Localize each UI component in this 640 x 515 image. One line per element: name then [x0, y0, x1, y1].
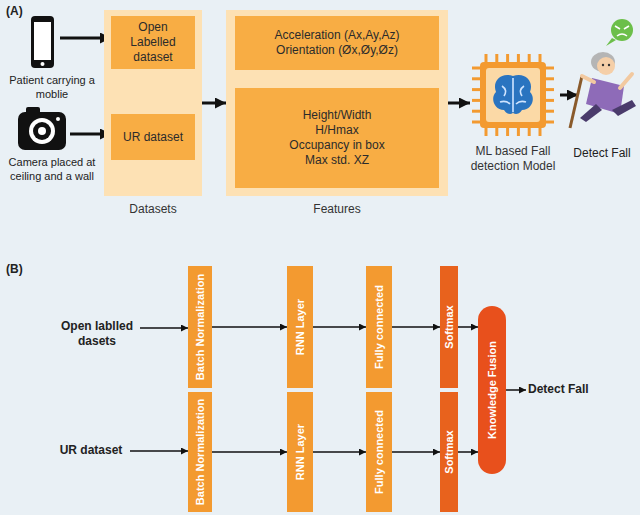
layer-name: Softmax	[443, 430, 455, 473]
output-label: Detect Fall	[566, 146, 638, 161]
layer-bar: RNN Layer	[287, 392, 313, 512]
ml-model-chip: ML based Fall detection Model	[470, 52, 556, 138]
dataset-panel: DatasetsOpen Labelled datasetUR dataset	[104, 10, 202, 196]
panel-heading: Features	[216, 202, 458, 216]
layer-name: Fully connected	[373, 285, 385, 369]
camera-icon	[18, 107, 66, 150]
input-label: Open lablled dasets	[56, 319, 138, 349]
flow-arrow	[392, 451, 440, 453]
softmax-bar: Softmax	[440, 392, 458, 512]
flow-arrow	[313, 326, 366, 328]
falling-person	[570, 19, 636, 128]
layer-bar: Fully connected	[366, 266, 392, 388]
layer-name: Batch Normalization	[194, 274, 206, 380]
dataset-box: Open Labelled dataset	[111, 16, 195, 69]
box-text: Occupancy in box	[289, 138, 384, 153]
feature-panel: FeaturesAcceleration (Ax,Ay,Az)Orientati…	[226, 10, 448, 196]
icon-caption: Patient carrying a moblie	[2, 74, 102, 102]
box-text: Height/Width	[303, 108, 372, 123]
dataset-box: UR dataset	[111, 114, 195, 160]
layer-name: RNN Layer	[294, 299, 306, 355]
layer-bar: Fully connected	[366, 392, 392, 512]
softmax-bar: Softmax	[440, 266, 458, 388]
flow-arrow	[212, 451, 287, 453]
flow-arrow	[448, 102, 470, 105]
panel-letter: (A)	[6, 4, 46, 19]
panel-letter: (B)	[6, 262, 46, 277]
layer-name: RNN Layer	[294, 424, 306, 480]
layer-name: Fully connected	[373, 410, 385, 494]
box-text: Open Labelled dataset	[114, 20, 192, 65]
flow-arrow	[392, 326, 440, 328]
feature-box: Height/WidthH/HmaxOccupancy in boxMax st…	[235, 88, 439, 188]
flow-arrow	[458, 451, 478, 453]
flow-arrow	[313, 451, 366, 453]
box-text: H/Hmax	[315, 123, 358, 138]
feature-box: Acceleration (Ax,Ay,Az)Orientation (Øx,Ø…	[235, 16, 439, 70]
icon-caption: Camera placed at ceiling and a wall	[2, 156, 102, 184]
box-text: Orientation (Øx,Øy,Øz)	[276, 43, 398, 58]
layer-bar: Batch Normalization	[188, 392, 212, 512]
phone-icon	[31, 16, 54, 68]
output-label: Detect Fall	[528, 382, 618, 397]
layer-bar: Batch Normalization	[188, 266, 212, 388]
layer-name: Batch Normalization	[194, 399, 206, 505]
panel-heading: Datasets	[94, 202, 212, 216]
flow-arrow	[212, 326, 287, 328]
input-label: UR dataset	[52, 443, 130, 458]
layer-name: Softmax	[443, 305, 455, 348]
fusion-pill: Knowledge Fusion	[478, 306, 506, 474]
flow-arrow	[202, 102, 226, 105]
chip-icon	[470, 52, 556, 138]
layer-name: Knowledge Fusion	[486, 341, 498, 439]
model-caption: ML based Fall detection Model	[456, 144, 570, 174]
box-text: Max std. XZ	[305, 153, 369, 168]
box-text: Acceleration (Ax,Ay,Az)	[275, 28, 400, 43]
box-text: UR dataset	[123, 130, 183, 145]
flow-arrow	[458, 326, 478, 328]
layer-bar: RNN Layer	[287, 266, 313, 388]
